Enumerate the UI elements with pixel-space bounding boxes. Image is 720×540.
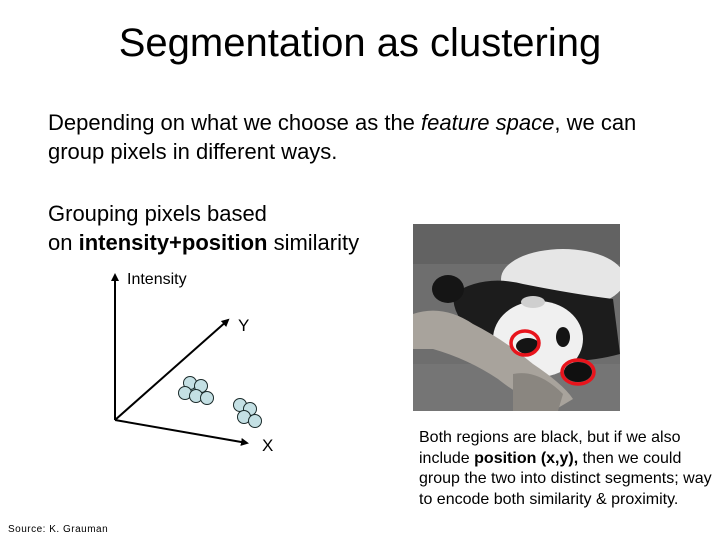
grouping-line2-bold: intensity+position	[78, 230, 268, 255]
cluster-1	[178, 376, 214, 405]
panda-photo	[413, 224, 620, 411]
highlight-circle-eye	[509, 329, 541, 357]
photo-caption: Both regions are black, but if we also i…	[419, 428, 719, 510]
slide-title: Segmentation as clustering	[118, 21, 602, 65]
intro-part2: , we can group pixels in different ways.	[48, 110, 637, 164]
grouping-line1: Grouping pixels based	[48, 201, 267, 226]
grouping-text: Grouping pixels based on intensity+posit…	[48, 199, 408, 257]
feature-space-diagram	[111, 273, 262, 446]
x-axis-label: X	[262, 436, 274, 455]
caption-part2: then we could group the two into distinc…	[419, 449, 712, 508]
x-axis	[114, 419, 249, 446]
y-axis	[114, 318, 230, 421]
intro-text: Depending on what we choose as the featu…	[48, 108, 668, 166]
highlight-circle-ear	[560, 358, 596, 386]
y-axis-label: Y	[238, 316, 250, 335]
grouping-line2: on intensity+position similarity	[48, 228, 408, 257]
caption-part1: Both regions are black, but if we also i…	[419, 429, 681, 467]
caption-bold: position (x,y),	[474, 449, 579, 467]
axes	[111, 273, 249, 446]
intro-emphasis: feature space	[421, 110, 555, 135]
intensity-axis-label: Intensity	[127, 271, 187, 288]
grouping-line2-prefix: on	[48, 230, 79, 255]
cluster-2	[233, 398, 262, 428]
source-credit: Source: K. Grauman	[8, 524, 109, 535]
intro-part1: Depending on what we choose as the	[48, 110, 422, 135]
grouping-line2-suffix: similarity	[267, 230, 360, 255]
